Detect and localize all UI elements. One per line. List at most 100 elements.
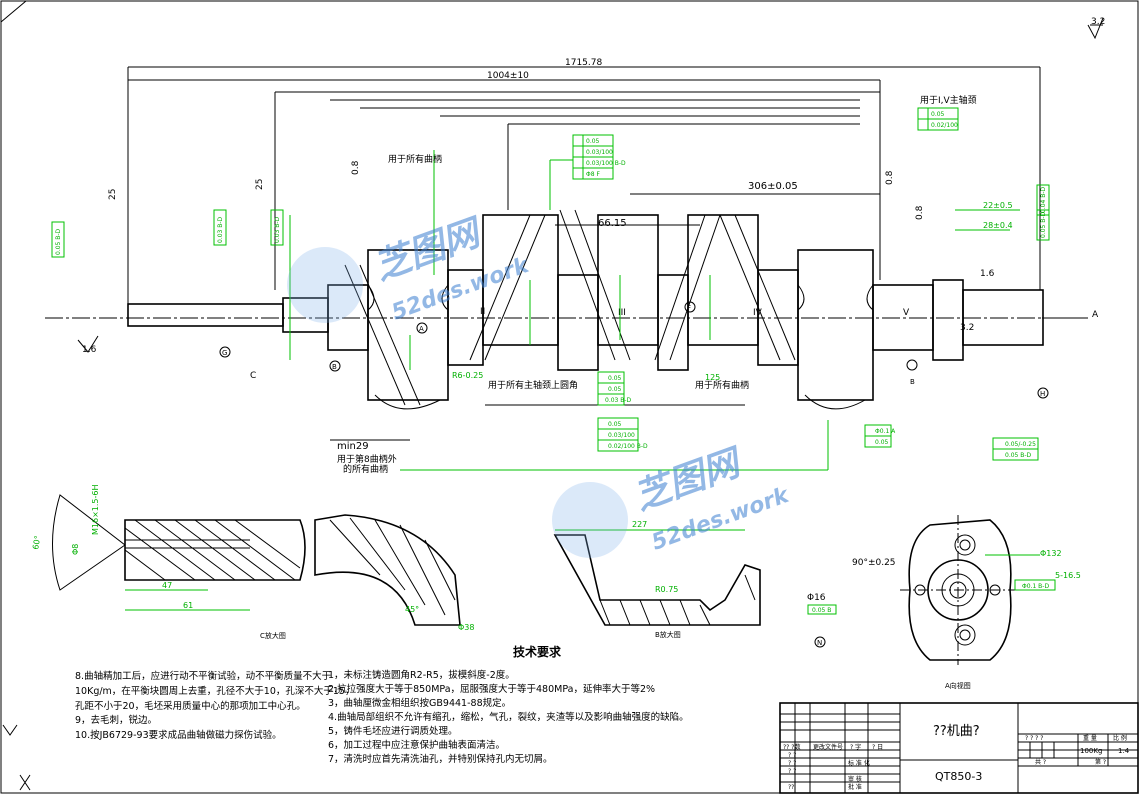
datum-b-right: B	[910, 378, 915, 386]
svg-text:Φ0.1 B-D: Φ0.1 B-D	[1022, 583, 1049, 590]
dim-main: 1004±10	[487, 71, 529, 81]
svg-text:0.05: 0.05	[586, 138, 600, 145]
journal-label-v: V	[903, 308, 910, 318]
dim-125: 125	[705, 373, 720, 382]
tech-right-2: 3，曲轴厘微金相组织按GB9441-88规定。	[328, 697, 511, 709]
tb-page: 第 ?	[1095, 758, 1106, 766]
roughness-symbol-top: 3.2	[1087, 17, 1105, 40]
tech-title: 技术要求	[513, 644, 562, 659]
tb-row-1: ? ?	[788, 752, 796, 759]
section-c-r: Φ38	[458, 623, 474, 632]
svg-text:0.05 B-D: 0.05 B-D	[1040, 211, 1047, 238]
section-c-47: 47	[162, 581, 172, 590]
roughness-32-right: 3.2	[960, 323, 974, 333]
roughness-08-a: 0.8	[351, 160, 361, 175]
roughness-08-b: 0.8	[885, 170, 895, 185]
svg-text:0.03 B-D: 0.03 B-D	[217, 216, 224, 243]
svg-text:0.05: 0.05	[875, 439, 889, 446]
roughness-value: 3.2	[1091, 17, 1105, 27]
dim-min29: min29	[337, 441, 369, 452]
datum-b: B	[332, 363, 337, 371]
tech-left-1: 10Kg/m，在平衡块圆周上去重，孔径不大于10，孔深不大于15，	[75, 685, 354, 697]
datum-markers: A B G F H B C	[219, 301, 1049, 399]
roughness-25-a: 25	[108, 189, 118, 200]
section-b-label: B放大图	[655, 630, 681, 639]
dim-22: 22±0.5	[983, 201, 1013, 210]
tb-material: QT850-3	[935, 770, 982, 783]
svg-text:0.05 B-D: 0.05 B-D	[1005, 452, 1032, 459]
tech-notes-right: 1，未标注铸造圆角R2-R5，拔模斜度-2度。 2.抗拉强度大于等于850MPa…	[328, 669, 689, 765]
dimension-lines: 1715.78 1004±10 306±0.05 66.15 min29	[127, 58, 1041, 452]
tb-sheet: 共 ?	[1035, 758, 1046, 766]
svg-text:Φ0.1 A: Φ0.1 A	[875, 428, 896, 435]
tb-col-1: ? 字	[850, 743, 861, 751]
gdt-frames: 0.05 0.03/100 0.03/100 B-D Φ8 F 0.05 0.02/10…	[51, 107, 1050, 471]
section-c-45: 45°	[405, 605, 419, 614]
section-a-view: Φ132 5-16.5 Φ0.1 B-D 90°±0.25 Φ16 0.05 B…	[807, 515, 1081, 690]
crankshaft-main-view: II III IV V A	[45, 209, 1099, 410]
tb-scale: 1:4	[1118, 747, 1130, 755]
svg-text:0.05: 0.05	[608, 375, 622, 382]
svg-text:0.05 B: 0.05 B	[812, 607, 831, 614]
svg-text:Φ8 F: Φ8 F	[586, 171, 600, 178]
tb-col-0: 更改文件号	[813, 743, 843, 751]
journal-label-ii: II	[480, 307, 485, 317]
dim-28: 28±0.4	[983, 221, 1013, 230]
tb-approve-0: 标 准 化	[848, 759, 870, 767]
tb-stage: ? ? ? ?	[1025, 735, 1043, 742]
tb-part-name: ??机曲?	[933, 724, 980, 739]
tb-row-3: ? ?	[788, 768, 796, 775]
roughness-marks: 1.6 1.6 3.2 25 25 0.8 0.8 0.8	[77, 160, 995, 355]
datum-g: G	[222, 349, 227, 357]
note-all-cranks: 用于所有曲柄	[388, 153, 442, 165]
tech-right-4: 5，铸件毛坯应进行调质处理。	[328, 725, 458, 737]
dim-overall: 1715.78	[565, 58, 602, 68]
section-c-angle: 60°	[31, 535, 42, 551]
watermark-top: 芝图网 52des.work	[287, 211, 533, 326]
section-c-thread: M16×1.5-6H	[91, 485, 100, 536]
section-a-d132: Φ132	[1040, 549, 1062, 558]
datum-a: A	[419, 325, 424, 333]
section-c-61: 61	[183, 601, 193, 610]
tb-approve-2: 批 准	[848, 783, 862, 791]
tech-left-0: 8.曲轴精加工后，应进行动不平衡试验，动不平衡质量不大于	[75, 670, 331, 682]
section-a-angle: 90°±0.25	[852, 558, 896, 568]
section-c-d: Φ8	[71, 544, 80, 555]
section-b-view: 227 R0.75 B放大图	[553, 520, 761, 639]
svg-text:0.03 B-D: 0.03 B-D	[605, 397, 632, 404]
tb-row-4: ??	[788, 784, 794, 791]
note-first-cranks-2: 的所有曲柄	[343, 463, 388, 475]
svg-text:0.03/100 B-D: 0.03/100 B-D	[586, 160, 626, 167]
note-all-cranks-2: 用于所有曲柄	[695, 379, 749, 391]
svg-text:0.05 B-D: 0.05 B-D	[55, 228, 62, 255]
svg-text:0.03/100: 0.03/100	[586, 149, 613, 156]
roughness-25-b: 25	[255, 179, 265, 190]
watermark-bottom: 芝图网 52des.work	[552, 441, 793, 558]
section-a-holes: 5-16.5	[1055, 571, 1081, 580]
roughness-16-right: 1.6	[980, 269, 995, 279]
dim-66: 66.15	[598, 218, 627, 229]
tech-right-5: 6，加工过程中应注意保护曲轴表面清洁。	[328, 739, 505, 751]
svg-text:0.05/-0.25: 0.05/-0.25	[1005, 441, 1036, 448]
svg-text:0.05: 0.05	[931, 111, 945, 118]
section-c-label: C放大图	[260, 631, 286, 640]
note-main-journal: 用于所有主轴颈上圆角	[488, 379, 578, 391]
roughness-08-c: 0.8	[915, 205, 925, 220]
section-a-d16: Φ16	[807, 593, 826, 603]
note-journal-iv: 用于I,V主轴颈	[920, 94, 977, 106]
tech-right-0: 1，未标注铸造圆角R2-R5，拔模斜度-2度。	[328, 669, 515, 681]
section-b-r: R0.75	[655, 585, 678, 594]
tb-weight: 100Kg	[1080, 747, 1102, 755]
datum-c: C	[250, 371, 256, 381]
dim-r6: R6-0.25	[452, 371, 483, 380]
datum-f: F	[687, 304, 691, 312]
dim-pitch: 306±0.05	[748, 181, 798, 192]
journal-label-iv: IV	[753, 308, 763, 318]
tech-right-3: 4.曲轴局部组织不允许有缩孔，缩松，气孔，裂纹，夹渣等以及影响曲轴强度的缺陷。	[328, 711, 689, 723]
corner-mark-left	[2, 724, 18, 736]
datum-h: H	[1040, 390, 1045, 398]
title-block: ?? ?数 ? ? ? ? ? ? ?? 更改文件号 ? 字 ? 日 标 准 化…	[779, 702, 1139, 794]
svg-text:0.02/100 B-D: 0.02/100 B-D	[608, 443, 648, 450]
